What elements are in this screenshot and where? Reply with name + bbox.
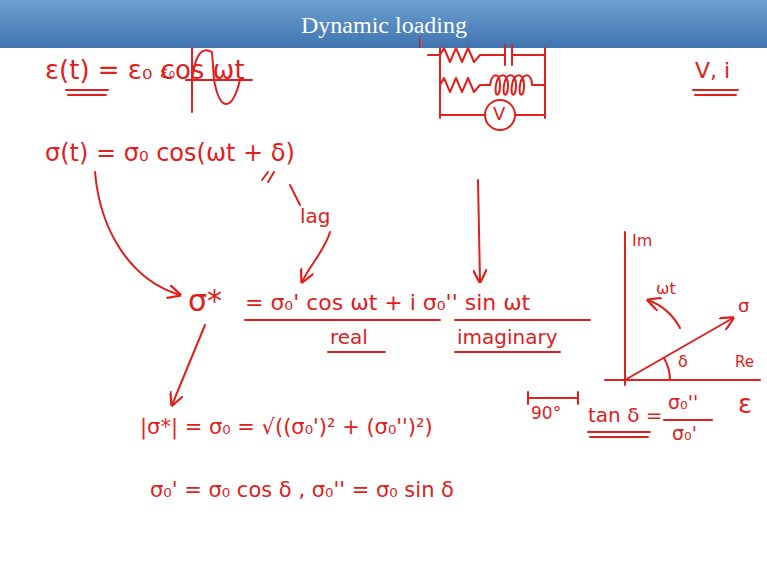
rotation-arc xyxy=(648,300,680,328)
fraction-term: σ₀' xyxy=(672,423,697,445)
note: V, i xyxy=(695,58,730,83)
underline xyxy=(588,432,650,437)
dimension-label: 90° xyxy=(531,404,561,424)
angle-arc xyxy=(664,358,670,380)
note: lag xyxy=(300,205,331,228)
axis-label: Im xyxy=(632,232,652,250)
equation: σ₀' = σ₀ cos δ , σ₀'' = σ₀ sin δ xyxy=(150,478,454,502)
equation: = σ₀' cos ωt + i σ₀'' sin ωt xyxy=(245,290,530,315)
arrow xyxy=(302,232,330,282)
amplitude-label: ε₀ xyxy=(160,64,175,82)
fraction-bar xyxy=(664,419,712,421)
resistor-inductor xyxy=(440,75,545,95)
slide-title: Dynamic loading xyxy=(301,11,467,40)
strike-mark xyxy=(262,172,300,205)
arrow xyxy=(172,325,205,405)
angle-label: ωt xyxy=(656,280,676,298)
arrow xyxy=(478,180,480,282)
equation: σ* xyxy=(188,284,222,319)
underline xyxy=(245,319,590,321)
note: imaginary xyxy=(457,326,558,349)
axis-label: Re xyxy=(735,354,754,371)
underline xyxy=(328,351,560,353)
angle-label: δ xyxy=(678,353,688,371)
fraction-term: σ₀'' xyxy=(668,392,698,414)
voltmeter-symbol xyxy=(485,100,515,130)
header-bar xyxy=(0,0,767,48)
equation: |σ*| = σ₀ = √((σ₀')² + (σ₀'')²) xyxy=(140,415,433,439)
circuit-wire xyxy=(440,48,545,118)
vector-label: ε xyxy=(738,390,752,420)
equation: tan δ = xyxy=(588,404,662,427)
bracket xyxy=(528,392,578,404)
voltmeter-label: V xyxy=(493,104,505,125)
vector-label: σ xyxy=(738,296,749,317)
current-label: i xyxy=(418,34,422,52)
phasor-axes xyxy=(605,232,760,385)
underline xyxy=(66,90,108,95)
arrow xyxy=(95,172,180,295)
equation: ε(t) = ε₀ cos ωt xyxy=(45,56,245,86)
resistor-capacitor xyxy=(428,45,545,65)
note: real xyxy=(330,326,368,349)
underline xyxy=(693,90,738,95)
equation: σ(t) = σ₀ cos(ωt + δ) xyxy=(45,140,295,168)
